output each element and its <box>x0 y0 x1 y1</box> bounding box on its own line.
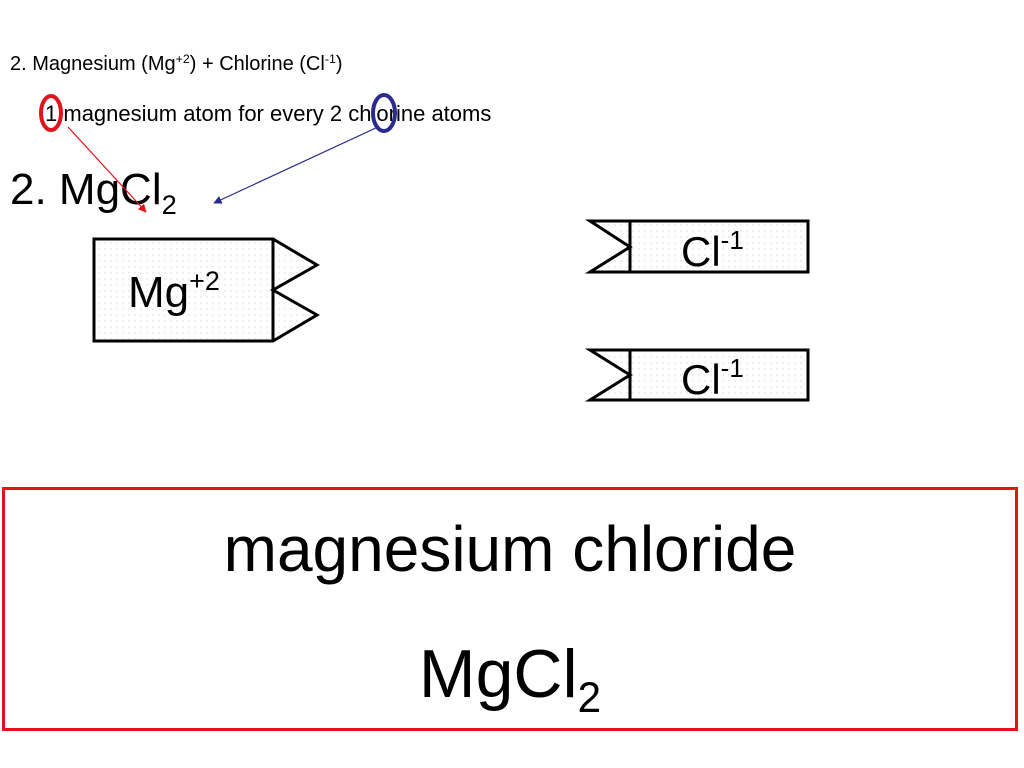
answer-box: magnesium chloride MgCl2 <box>2 487 1018 731</box>
mg-count-highlight-circle <box>39 94 63 132</box>
heading-cl-charge: -1 <box>324 51 336 66</box>
heading-prefix: 2. Magnesium (Mg <box>10 53 176 75</box>
heading-mg-charge: +2 <box>175 51 190 66</box>
heading-suffix: ) <box>335 53 343 75</box>
mg-tile-symbol: Mg <box>128 268 189 317</box>
cl-tile-1-shape <box>584 219 810 274</box>
formula-small-subscript: 2 <box>161 188 177 220</box>
cl-tile-2: Cl-1 <box>584 348 810 403</box>
cl-tile-1-label: Cl-1 <box>681 225 744 275</box>
formula-small: 2. MgCl2 <box>10 165 177 218</box>
answer-name: magnesium chloride <box>223 513 797 585</box>
cl-tile-2-charge: -1 <box>721 353 744 383</box>
mg-tile-shape <box>92 237 320 343</box>
heading: 2. Magnesium (Mg+2) + Chlorine (Cl-1) <box>10 51 343 76</box>
ratio-part1: magnesium atom for every <box>57 101 330 126</box>
cl-tile-2-label: Cl-1 <box>681 353 744 403</box>
mg-tile-charge: +2 <box>189 266 220 296</box>
mg-tile: Mg+2 <box>92 237 320 343</box>
cl-tile-1: Cl-1 <box>584 219 810 275</box>
cl-tile-1-symbol: Cl <box>681 228 721 275</box>
mg-arrow <box>67 126 147 213</box>
cl-arrow <box>213 126 379 204</box>
ratio-cl-count: 2 <box>329 101 343 126</box>
mg-tile-label: Mg+2 <box>128 266 220 317</box>
cl-tile-2-shape <box>584 348 810 402</box>
answer-formula-base: MgCl <box>418 636 578 712</box>
answer-formula-subscript: 2 <box>577 673 602 721</box>
cl-count-highlight-circle <box>371 93 397 133</box>
cl-tile-1-charge: -1 <box>721 225 744 255</box>
heading-middle: ) + Chlorine (Cl <box>189 53 325 75</box>
ratio-mg-count: 1 <box>45 101 58 126</box>
formula-small-prefix: 2. MgCl <box>10 165 162 214</box>
answer-formula: MgCl2 <box>5 635 1015 718</box>
cl-tile-2-symbol: Cl <box>681 356 721 403</box>
